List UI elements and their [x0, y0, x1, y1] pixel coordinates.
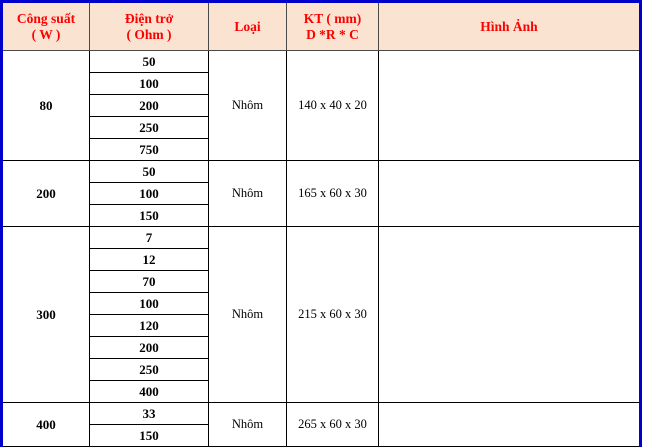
cell-resistance: 250	[89, 358, 209, 381]
column-header-type: Loại	[208, 0, 287, 51]
column-header-resistance-line1: Điện trở	[124, 10, 174, 26]
column-header-dimensions-line2: D *R * C	[306, 26, 359, 42]
cell-resistance: 70	[89, 270, 209, 293]
cell-resistance: 150	[89, 204, 209, 227]
table-row: 250	[2, 116, 641, 139]
cell-resistance: 400	[89, 380, 209, 403]
cell-resistance: 750	[89, 138, 209, 161]
table-row: 200	[2, 94, 641, 117]
column-header-power: Công suất ( W )	[0, 0, 90, 51]
cell-power: 400	[0, 402, 90, 447]
table-row: 12	[2, 248, 641, 271]
cell-resistance: 12	[89, 248, 209, 271]
cell-resistance: 7	[89, 226, 209, 249]
cell-image	[378, 160, 642, 227]
cell-dimensions: 265 x 60 x 30	[286, 402, 379, 447]
cell-power: 300	[0, 226, 90, 403]
column-header-image-line1: Hình Ảnh	[480, 18, 538, 34]
cell-resistance: 100	[89, 72, 209, 95]
cell-dimensions: 165 x 60 x 30	[286, 160, 379, 227]
header-row: Công suất ( W ) Điện trở ( Ohm ) Loại KT…	[0, 0, 642, 51]
cell-image	[378, 402, 642, 447]
table-header: Công suất ( W ) Điện trở ( Ohm ) Loại KT…	[0, 0, 642, 51]
cell-resistance: 250	[89, 116, 209, 139]
column-header-resistance: Điện trở ( Ohm )	[89, 0, 209, 51]
table-row: 200	[2, 336, 641, 359]
table-row: 100	[2, 182, 641, 205]
cell-dimensions: 140 x 40 x 20	[286, 50, 379, 161]
table-row: 150	[2, 204, 641, 227]
cell-resistance: 50	[89, 50, 209, 73]
cell-image	[378, 50, 642, 161]
cell-type: Nhôm	[208, 226, 287, 403]
column-header-type-line1: Loại	[234, 18, 261, 34]
cell-resistance: 200	[89, 336, 209, 359]
table-row: 100	[2, 292, 641, 315]
cell-resistance: 100	[89, 292, 209, 315]
table-row: 100	[2, 72, 641, 95]
column-header-power-line2: ( W )	[31, 26, 61, 42]
cell-dimensions: 215 x 60 x 30	[286, 226, 379, 403]
cell-resistance: 120	[89, 314, 209, 337]
cell-image	[378, 226, 642, 403]
column-header-dimensions-line1: KT ( mm)	[303, 10, 362, 26]
cell-type: Nhôm	[208, 402, 287, 447]
column-header-dimensions: KT ( mm) D *R * C	[286, 0, 379, 51]
cell-power: 80	[0, 50, 90, 161]
cell-type: Nhôm	[208, 160, 287, 227]
column-header-resistance-line2: ( Ohm )	[126, 26, 172, 42]
cell-resistance: 200	[89, 94, 209, 117]
cell-resistance: 150	[89, 424, 209, 447]
cell-resistance: 100	[89, 182, 209, 205]
cell-resistance: 50	[89, 160, 209, 183]
table-row: 400	[2, 380, 641, 403]
column-header-power-line1: Công suất	[16, 10, 76, 26]
column-header-image: Hình Ảnh	[378, 0, 642, 51]
cell-power: 200	[0, 160, 90, 227]
cell-resistance: 33	[89, 402, 209, 425]
cell-type: Nhôm	[208, 50, 287, 161]
